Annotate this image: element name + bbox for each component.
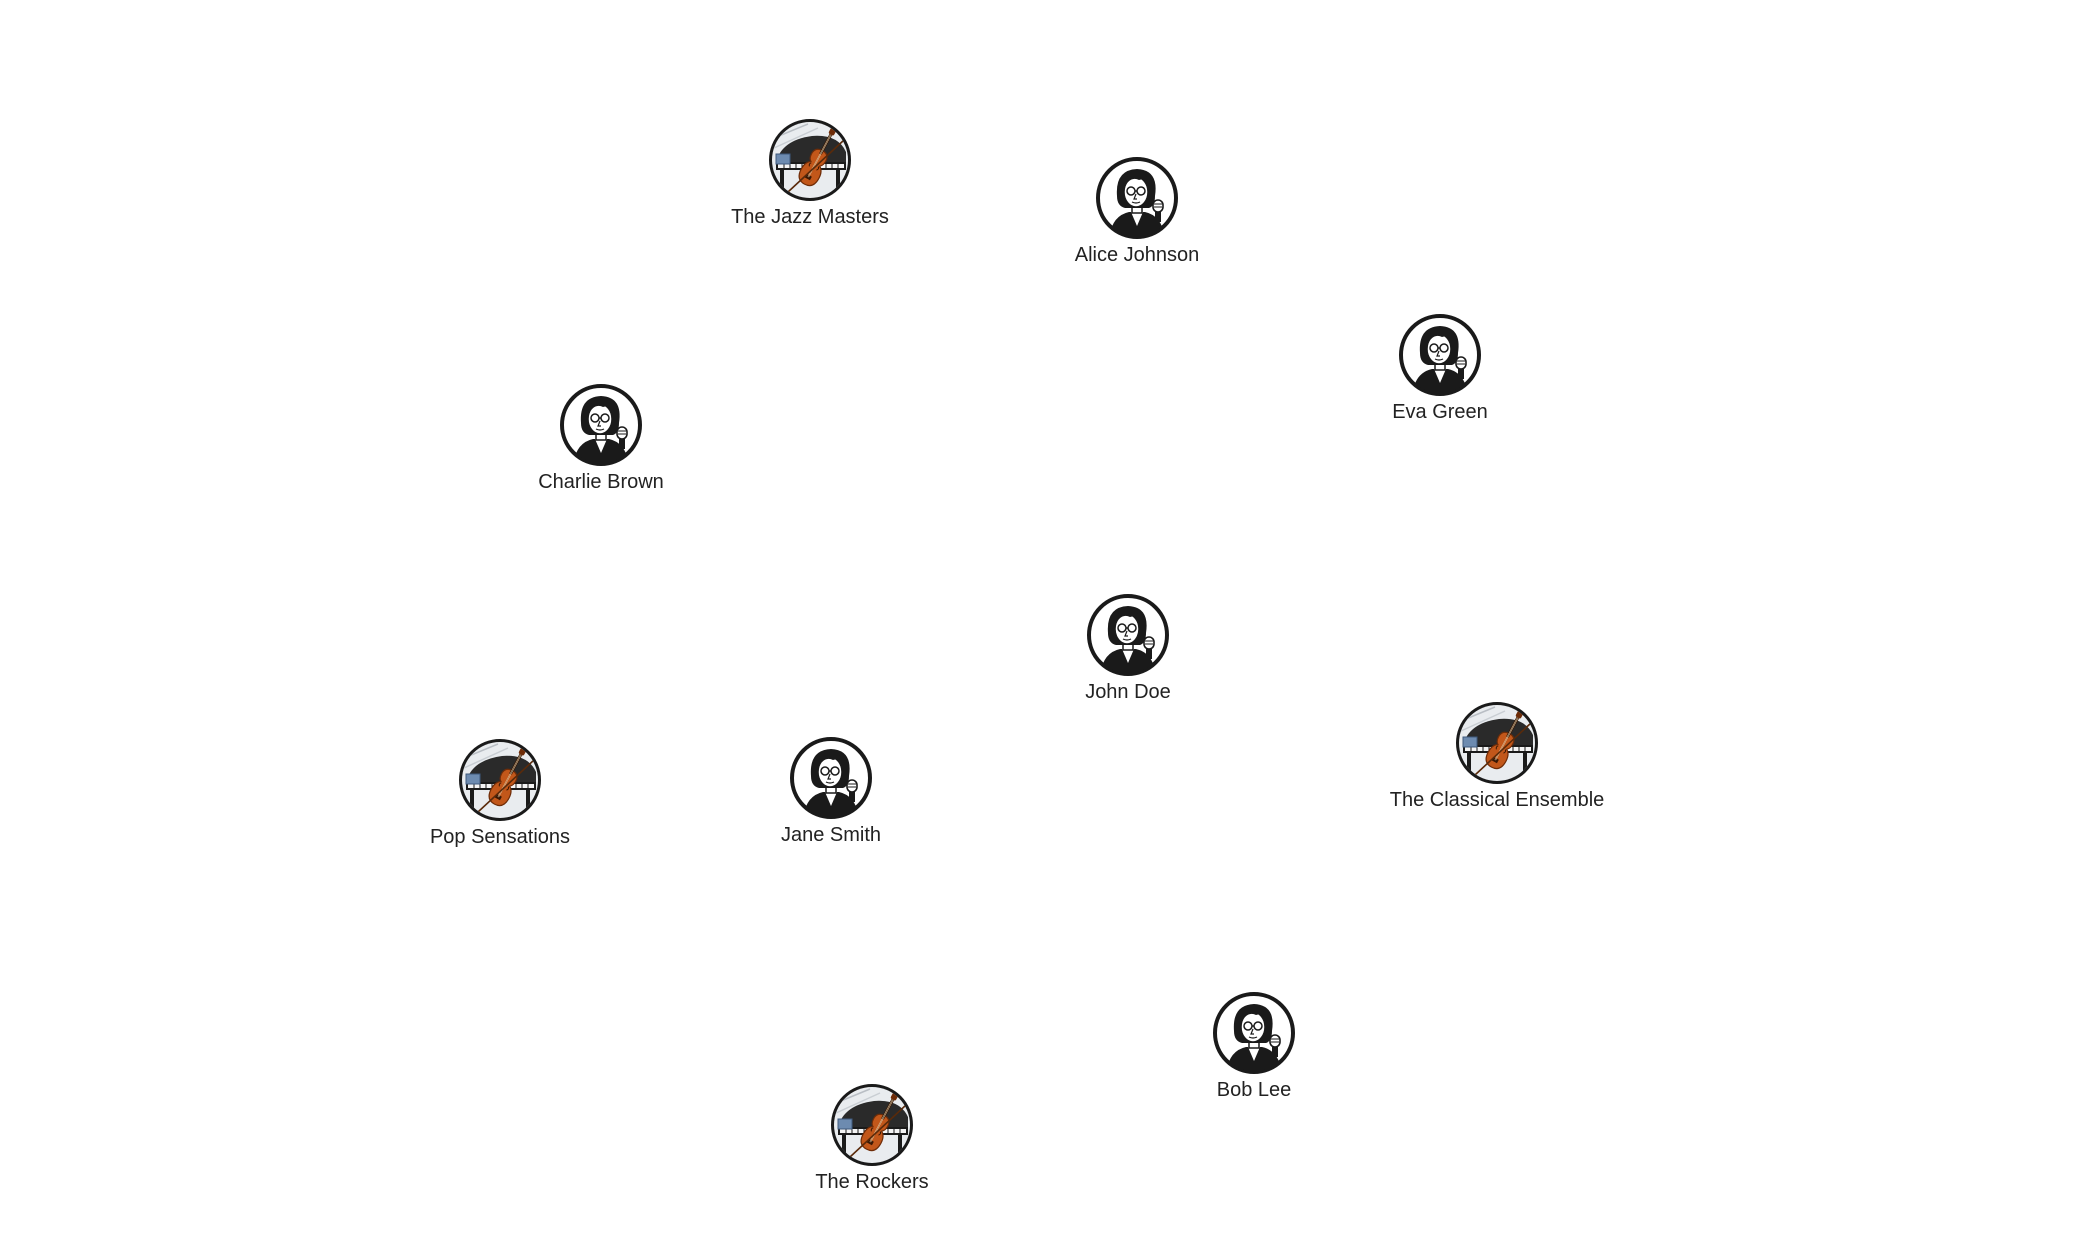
graph-node-bob-lee[interactable]: Bob Lee [1094,991,1414,1102]
graph-node-the-rockers[interactable]: The Rockers [712,1083,1032,1194]
violin-piano-icon [830,1083,914,1167]
graph-node-charlie-brown[interactable]: Charlie Brown [441,383,761,494]
violin-piano-icon [768,118,852,202]
violin-piano-icon [458,738,542,822]
musician-portrait-icon [789,736,873,820]
musician-portrait-icon [1212,991,1296,1075]
musician-portrait-icon [1095,156,1179,240]
musician-portrait-icon [1086,593,1170,677]
node-label: Pop Sensations [429,826,571,848]
graph-node-classical-ensemble[interactable]: The Classical Ensemble [1337,701,1657,812]
node-label: The Classical Ensemble [1389,789,1605,811]
node-label: Charlie Brown [538,471,664,493]
node-label: Alice Johnson [1074,244,1200,266]
violin-piano-icon [1455,701,1539,785]
node-label: Eva Green [1392,401,1488,423]
node-label: Jane Smith [780,824,882,846]
graph-node-eva-green[interactable]: Eva Green [1280,313,1600,424]
musician-portrait-icon [1398,313,1482,397]
graph-node-john-doe[interactable]: John Doe [968,593,1288,704]
node-label: Bob Lee [1216,1079,1292,1101]
graph-node-pop-sensations[interactable]: Pop Sensations [340,738,660,849]
node-label: The Jazz Masters [731,206,889,228]
node-label: The Rockers [815,1171,929,1193]
musician-portrait-icon [559,383,643,467]
graph-node-jane-smith[interactable]: Jane Smith [671,736,991,847]
node-label: John Doe [1085,681,1171,703]
graph-node-alice-johnson[interactable]: Alice Johnson [977,156,1297,267]
graph-node-jazz-masters[interactable]: The Jazz Masters [650,118,970,229]
